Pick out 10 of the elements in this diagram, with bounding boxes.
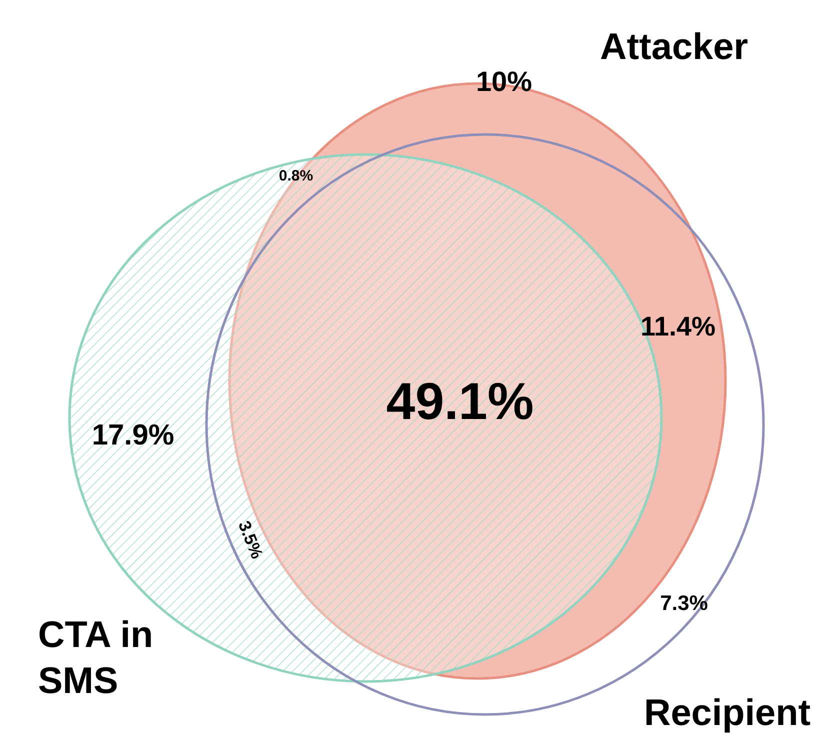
set-label: Recipient <box>644 691 812 735</box>
percentage-label: 7.3% <box>660 592 708 616</box>
percentage-label: 11.4% <box>640 312 716 342</box>
percentage-label: 10% <box>476 66 532 98</box>
percentage-label: 3.5% <box>233 518 267 562</box>
percentage-label: 0.8% <box>278 168 314 184</box>
set-label: Attacker <box>600 25 750 69</box>
percentage-label: 49.1% <box>386 372 534 432</box>
percentage-label: 17.9% <box>92 420 174 452</box>
set-label: CTA in SMS <box>38 613 154 704</box>
